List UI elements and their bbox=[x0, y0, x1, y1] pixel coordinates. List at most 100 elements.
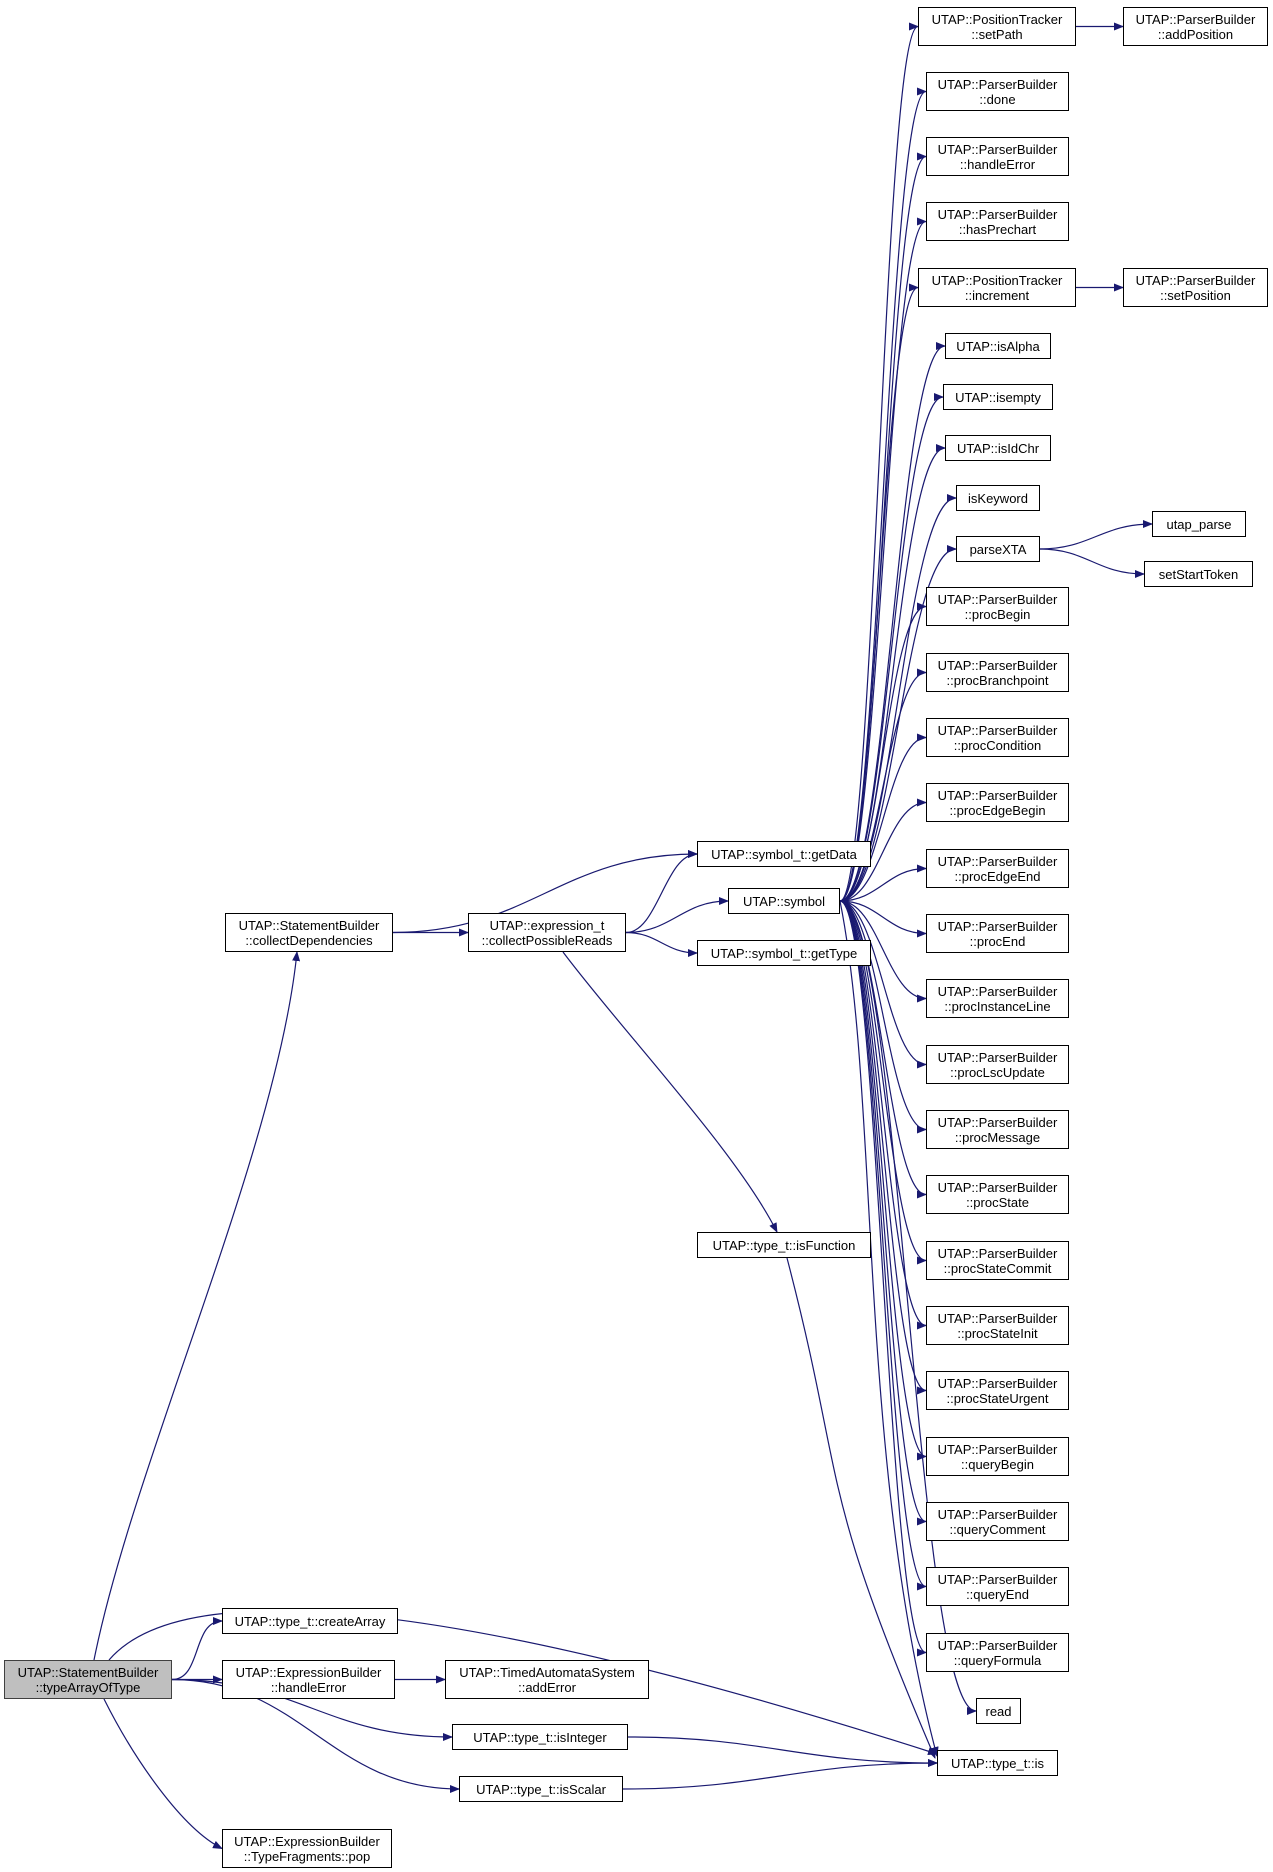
node-add-error[interactable]: UTAP::TimedAutomataSystem::addError bbox=[445, 1660, 649, 1699]
node-is-alpha[interactable]: UTAP::isAlpha bbox=[945, 333, 1051, 359]
node-label-line: UTAP::ParserBuilder bbox=[937, 1114, 1058, 1130]
node-proc-message[interactable]: UTAP::ParserBuilder::procMessage bbox=[926, 1110, 1069, 1149]
edge-collect-possible-reads-to-get-data bbox=[625, 850, 698, 934]
node-query-end[interactable]: UTAP::ParserBuilder::queryEnd bbox=[926, 1567, 1069, 1606]
node-proc-edge-end[interactable]: UTAP::ParserBuilder::procEdgeEnd bbox=[926, 849, 1069, 888]
node-proc-begin[interactable]: UTAP::ParserBuilder::procBegin bbox=[926, 587, 1069, 626]
node-label-line: UTAP::PositionTracker bbox=[931, 272, 1063, 288]
node-is-integer[interactable]: UTAP::type_t::isInteger bbox=[452, 1724, 628, 1750]
node-label-line: UTAP::ExpressionBuilder bbox=[234, 1833, 380, 1849]
edge-collect-possible-reads-to-get-type bbox=[625, 931, 698, 957]
node-proc-lsc-update[interactable]: UTAP::ParserBuilder::procLscUpdate bbox=[926, 1045, 1069, 1084]
node-label-line: ::procLscUpdate bbox=[950, 1064, 1045, 1080]
edge-is-integer-to-is bbox=[627, 1736, 938, 1767]
node-proc-state-urgent[interactable]: UTAP::ParserBuilder::procStateUrgent bbox=[926, 1371, 1069, 1410]
node-label-line: ::procState bbox=[966, 1194, 1029, 1210]
edge-type-array-of-type-to-is-integer bbox=[171, 1678, 453, 1741]
edge-symbol-to-proc-edge-begin bbox=[839, 798, 927, 902]
node-symbol[interactable]: UTAP::symbol bbox=[728, 888, 840, 914]
node-read[interactable]: read bbox=[976, 1698, 1021, 1724]
node-label-line: UTAP::ParserBuilder bbox=[937, 76, 1058, 92]
node-proc-condition[interactable]: UTAP::ParserBuilder::procCondition bbox=[926, 718, 1069, 757]
node-isempty[interactable]: UTAP::isempty bbox=[943, 384, 1053, 410]
node-label-line: UTAP::ParserBuilder bbox=[937, 1506, 1058, 1522]
edge-type-array-of-type-to-is-scalar bbox=[171, 1678, 460, 1793]
node-create-array[interactable]: UTAP::type_t::createArray bbox=[222, 1608, 398, 1634]
node-label-line: UTAP::ParserBuilder bbox=[937, 1637, 1058, 1653]
node-label-line: UTAP::ParserBuilder bbox=[937, 722, 1058, 738]
node-label-line: ::setPath bbox=[971, 26, 1023, 42]
node-proc-instance-line[interactable]: UTAP::ParserBuilder::procInstanceLine bbox=[926, 979, 1069, 1018]
edge-symbol-to-isempty bbox=[839, 393, 944, 902]
node-utap-parse[interactable]: utap_parse bbox=[1152, 511, 1246, 537]
node-label-line: ::procEdgeBegin bbox=[949, 802, 1046, 818]
edge-type-array-of-type-to-create-array bbox=[171, 1617, 223, 1681]
node-label-line: setStartToken bbox=[1158, 566, 1239, 582]
node-set-start-token[interactable]: setStartToken bbox=[1144, 561, 1253, 587]
node-proc-end[interactable]: UTAP::ParserBuilder::procEnd bbox=[926, 914, 1069, 953]
node-is-keyword[interactable]: isKeyword bbox=[956, 485, 1040, 511]
node-increment[interactable]: UTAP::PositionTracker::increment bbox=[918, 268, 1076, 307]
node-label-line: ::queryFormula bbox=[953, 1652, 1042, 1668]
node-label-line: UTAP::symbol_t::getType bbox=[710, 945, 858, 961]
node-is-id-chr[interactable]: UTAP::isIdChr bbox=[945, 435, 1051, 461]
node-label-line: UTAP::ParserBuilder bbox=[1135, 272, 1256, 288]
node-label-line: ::handleError bbox=[959, 156, 1036, 172]
node-eb-handle-error[interactable]: UTAP::ExpressionBuilder::handleError bbox=[222, 1660, 395, 1699]
node-is[interactable]: UTAP::type_t::is bbox=[937, 1750, 1058, 1776]
edge-symbol-to-is bbox=[839, 900, 939, 1757]
node-proc-state-init[interactable]: UTAP::ParserBuilder::procStateInit bbox=[926, 1306, 1069, 1345]
node-label-line: ::procStateCommit bbox=[943, 1260, 1052, 1276]
node-label-line: ::procStateUrgent bbox=[946, 1390, 1049, 1406]
node-label-line: ::queryBegin bbox=[961, 1456, 1034, 1472]
node-add-position[interactable]: UTAP::ParserBuilder::addPosition bbox=[1123, 7, 1268, 46]
node-is-scalar[interactable]: UTAP::type_t::isScalar bbox=[459, 1776, 623, 1802]
node-label-line: UTAP::type_t::createArray bbox=[234, 1613, 386, 1629]
node-collect-possible-reads[interactable]: UTAP::expression_t::collectPossibleReads bbox=[468, 913, 626, 952]
node-label-line: ::procCondition bbox=[953, 737, 1042, 753]
node-query-formula[interactable]: UTAP::ParserBuilder::queryFormula bbox=[926, 1633, 1069, 1672]
node-proc-edge-begin[interactable]: UTAP::ParserBuilder::procEdgeBegin bbox=[926, 783, 1069, 822]
node-is-function[interactable]: UTAP::type_t::isFunction bbox=[697, 1232, 871, 1258]
node-label-line: UTAP::isAlpha bbox=[956, 338, 1040, 354]
node-done[interactable]: UTAP::ParserBuilder::done bbox=[926, 72, 1069, 111]
node-label-line: UTAP::ParserBuilder bbox=[937, 1049, 1058, 1065]
node-label-line: ::procMessage bbox=[954, 1129, 1041, 1145]
node-pb-handle-error[interactable]: UTAP::ParserBuilder::handleError bbox=[926, 137, 1069, 176]
node-label-line: ::addError bbox=[518, 1679, 576, 1695]
edge-symbol-to-proc-branchpoint bbox=[839, 668, 927, 902]
edge-symbol-to-query-comment bbox=[839, 900, 927, 1526]
node-set-path[interactable]: UTAP::PositionTracker::setPath bbox=[918, 7, 1076, 46]
node-label-line: ::procBranchpoint bbox=[946, 672, 1049, 688]
node-proc-state-commit[interactable]: UTAP::ParserBuilder::procStateCommit bbox=[926, 1241, 1069, 1280]
node-label-line: ::handleError bbox=[270, 1679, 347, 1695]
node-label-line: UTAP::ParserBuilder bbox=[937, 1310, 1058, 1326]
node-has-prechart[interactable]: UTAP::ParserBuilder::hasPrechart bbox=[926, 202, 1069, 241]
node-label-line: utap_parse bbox=[1166, 516, 1232, 532]
node-label-line: UTAP::ParserBuilder bbox=[937, 1441, 1058, 1457]
node-collect-dependencies[interactable]: UTAP::StatementBuilder::collectDependenc… bbox=[225, 913, 393, 952]
node-query-comment[interactable]: UTAP::ParserBuilder::queryComment bbox=[926, 1502, 1069, 1541]
node-pop[interactable]: UTAP::ExpressionBuilder::TypeFragments::… bbox=[222, 1829, 392, 1868]
node-label-line: UTAP::isempty bbox=[955, 389, 1041, 405]
node-set-position[interactable]: UTAP::ParserBuilder::setPosition bbox=[1123, 268, 1268, 307]
node-get-data[interactable]: UTAP::symbol_t::getData bbox=[697, 841, 871, 867]
node-type-array-of-type: UTAP::StatementBuilder::typeArrayOfType bbox=[4, 1660, 172, 1699]
edge-symbol-to-proc-state-urgent bbox=[839, 900, 927, 1395]
node-label-line: ::typeArrayOfType bbox=[35, 1679, 141, 1695]
edge-symbol-to-parse-xta bbox=[839, 545, 957, 902]
edge-type-array-of-type-to-pop bbox=[103, 1698, 223, 1850]
node-label-line: ::queryComment bbox=[949, 1521, 1046, 1537]
node-label-line: ::collectPossibleReads bbox=[481, 932, 613, 948]
node-proc-branchpoint[interactable]: UTAP::ParserBuilder::procBranchpoint bbox=[926, 653, 1069, 692]
edge-is-scalar-to-is bbox=[622, 1759, 938, 1790]
node-get-type[interactable]: UTAP::symbol_t::getType bbox=[697, 940, 871, 966]
node-label-line: UTAP::symbol_t::getData bbox=[711, 846, 857, 862]
node-parse-xta[interactable]: parseXTA bbox=[956, 536, 1040, 562]
node-label-line: UTAP::ParserBuilder bbox=[937, 1245, 1058, 1261]
node-label-line: UTAP::ParserBuilder bbox=[937, 141, 1058, 157]
edge-symbol-to-proc-instance-line bbox=[839, 900, 927, 1003]
node-query-begin[interactable]: UTAP::ParserBuilder::queryBegin bbox=[926, 1437, 1069, 1476]
node-proc-state[interactable]: UTAP::ParserBuilder::procState bbox=[926, 1175, 1069, 1214]
